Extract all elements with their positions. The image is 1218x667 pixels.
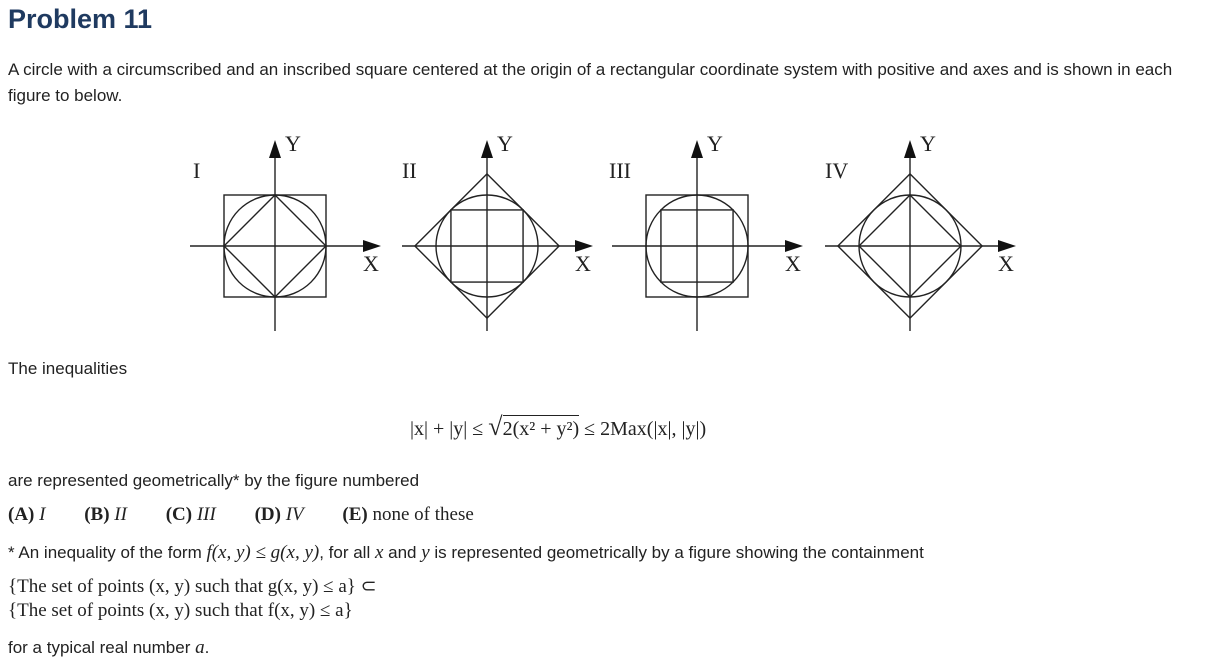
- choice-text: II: [114, 504, 127, 525]
- footnote-text: is represented geometrically by a figure…: [429, 543, 924, 562]
- set-containment: {The set of points (x, y) such that g(x,…: [8, 575, 377, 623]
- y-axis-label: Y: [497, 131, 513, 156]
- formula-right: ≤ 2Max(|x|, |y|): [579, 418, 707, 440]
- inscribed-square: [660, 209, 734, 283]
- figure-label: III: [609, 158, 631, 183]
- x-axis-arrow-icon: [575, 240, 593, 252]
- footnote-math: x: [374, 542, 384, 563]
- y-axis-label: Y: [707, 131, 723, 156]
- closing-var: a: [195, 637, 205, 658]
- choice-letter: (D): [254, 504, 281, 525]
- inscribed-square: [858, 194, 962, 298]
- inscribed-square: [223, 194, 327, 298]
- x-axis-label: X: [785, 251, 801, 276]
- formula-sqrt-content: 2(x² + y²): [502, 415, 580, 440]
- circumscribed-square: [413, 172, 561, 320]
- x-axis-label: X: [575, 251, 591, 276]
- choice-a[interactable]: (A) I: [8, 504, 45, 525]
- footnote: * An inequality of the form f(x, y) ≤ g(…: [8, 540, 924, 566]
- closing-end: .: [204, 638, 210, 657]
- sqrt-sign: √: [488, 412, 503, 441]
- figure-label: II: [402, 158, 417, 183]
- circumscribed-square: [836, 172, 984, 320]
- choice-text: IV: [285, 504, 304, 525]
- choice-letter: (C): [165, 504, 193, 525]
- footnote-text: * An inequality of the form: [8, 543, 207, 562]
- footnote-math: f(x, y) ≤ g(x, y): [206, 542, 320, 563]
- y-axis-arrow-icon: [691, 140, 703, 158]
- y-axis-label: Y: [920, 131, 936, 156]
- choice-e[interactable]: (E) none of these: [342, 504, 473, 525]
- choice-letter: (B): [84, 504, 110, 525]
- choice-b[interactable]: (B) II: [84, 504, 127, 525]
- formula-left: |x| + |y| ≤: [410, 418, 489, 440]
- choice-d[interactable]: (D) IV: [255, 504, 304, 525]
- inequalities-intro: The inequalities: [8, 359, 128, 378]
- footnote-text: and: [383, 543, 422, 562]
- figure-label: I: [193, 158, 200, 183]
- page-title: Problem 11: [8, 4, 153, 34]
- x-axis-label: X: [998, 251, 1014, 276]
- circumscribed-square: [645, 194, 749, 298]
- x-axis-arrow-icon: [998, 240, 1016, 252]
- x-axis-label: X: [363, 251, 379, 276]
- footnote-text: , for all: [319, 543, 375, 562]
- choice-text: none of these: [372, 504, 474, 525]
- x-axis-arrow-icon: [363, 240, 381, 252]
- formula: |x| + |y| ≤ √2(x² + y²) ≤ 2Max(|x|, |y|): [410, 412, 706, 442]
- x-axis-arrow-icon: [785, 240, 803, 252]
- choice-c[interactable]: (C) III: [166, 504, 216, 525]
- figure-label: IV: [825, 158, 848, 183]
- choice-letter: (A): [8, 504, 35, 525]
- represented-text: are represented geometrically* by the fi…: [8, 471, 420, 490]
- closing-text: for a typical real number a.: [8, 635, 209, 661]
- intro-text: A circle with a circumscribed and an ins…: [8, 60, 1173, 105]
- y-axis-arrow-icon: [481, 140, 493, 158]
- choice-letter: (E): [342, 504, 368, 525]
- inscribed-square: [450, 209, 524, 283]
- choice-text: III: [196, 504, 216, 525]
- footnote-math: y: [421, 542, 430, 563]
- choice-text: I: [39, 504, 46, 525]
- y-axis-label: Y: [285, 131, 301, 156]
- set-line-2: {The set of points (x, y) such that f(x,…: [8, 600, 353, 621]
- circle: [435, 194, 539, 298]
- y-axis-arrow-icon: [269, 140, 281, 158]
- closing-label: for a typical real number: [8, 638, 196, 657]
- answer-choices: (A) I (B) II (C) III (D) IV (E) none of …: [8, 504, 508, 526]
- set-line-1: {The set of points (x, y) such that g(x,…: [8, 576, 377, 597]
- y-axis-arrow-icon: [904, 140, 916, 158]
